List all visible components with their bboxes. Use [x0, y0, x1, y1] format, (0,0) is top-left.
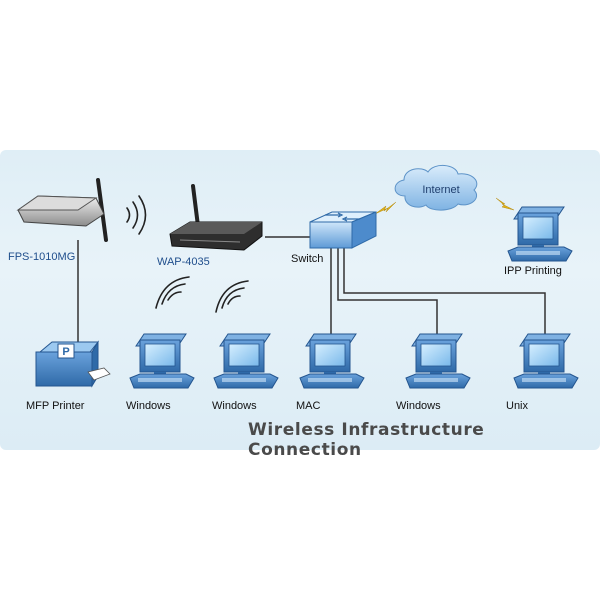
diagram-title: Wireless Infrastructure Connection	[248, 420, 485, 460]
pc-ipp-printing-icon	[507, 206, 573, 262]
cable-switch-windows-3	[337, 248, 438, 342]
label-access-point: WAP-4035	[157, 256, 210, 268]
pc-windows-2-icon	[213, 333, 279, 389]
label-pc-windows-2: Windows	[212, 400, 257, 412]
label-ipp-printing: IPP Printing	[504, 265, 562, 277]
internet-label: Internet	[422, 184, 459, 196]
label-pc-windows-3: Windows	[396, 400, 441, 412]
cables	[77, 236, 546, 342]
label-pc-mac: MAC	[296, 400, 321, 412]
wireless-signal-icon	[126, 195, 249, 313]
wan-links	[374, 197, 515, 215]
pc-unix-icon	[513, 333, 579, 389]
label-mfp-printer: MFP Printer	[26, 400, 85, 412]
label-switch: Switch	[291, 253, 324, 265]
mfp-printer-icon: P	[35, 340, 111, 388]
pc-windows-1-icon	[129, 333, 195, 389]
access-point-icon	[169, 184, 263, 251]
label-pc-unix: Unix	[506, 400, 529, 412]
cable-switch-unix	[343, 248, 546, 342]
bolt-internet-ipp	[495, 197, 515, 211]
label-pc-windows-1: Windows	[126, 400, 171, 412]
pc-mac-icon	[299, 333, 365, 389]
mfp-badge: P	[62, 346, 69, 358]
print-server-icon	[16, 178, 108, 242]
switch-icon	[309, 211, 377, 249]
internet-cloud: Internet	[394, 165, 478, 211]
pc-windows-3-icon	[405, 333, 471, 389]
bolt-switch-internet	[374, 201, 397, 215]
label-print-server: FPS-1010MG	[8, 251, 76, 263]
